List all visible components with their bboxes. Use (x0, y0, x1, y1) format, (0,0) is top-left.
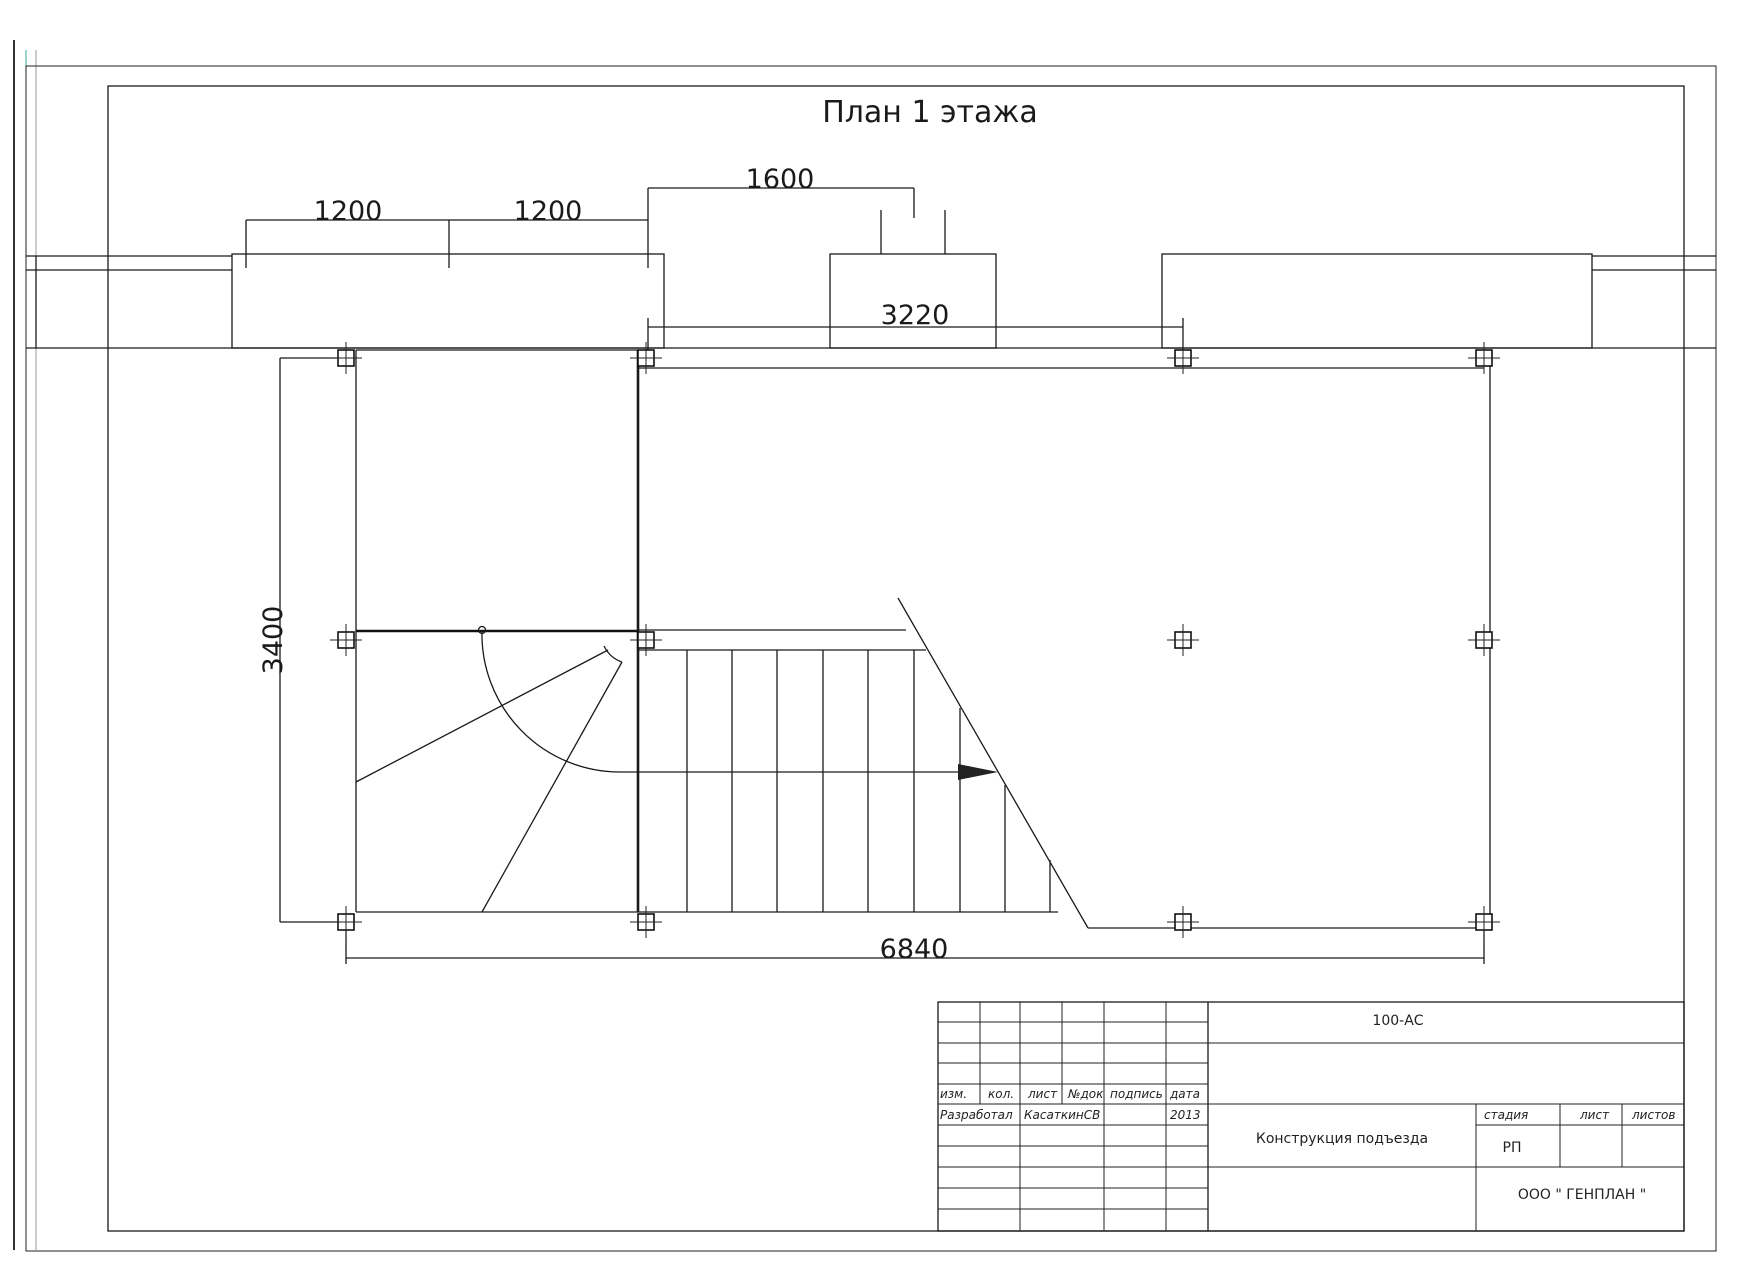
column-mark (630, 342, 662, 374)
header-data: дата (1169, 1087, 1200, 1101)
header-ndok: №док (1067, 1087, 1104, 1101)
scan-artifacts (13, 40, 37, 1250)
landing-room (355, 349, 640, 913)
straight-stair-flight (637, 368, 1058, 913)
column-mark (330, 624, 362, 656)
author-name: КасаткинСВ (1024, 1108, 1100, 1122)
header-podpis: подпись (1110, 1087, 1163, 1101)
direction-arrow (620, 764, 998, 780)
sheets-label: листов (1631, 1108, 1675, 1122)
dimension-label-1200-left: 1200 (314, 196, 383, 227)
stage-value: РП (1503, 1140, 1522, 1156)
year-value: 2013 (1170, 1108, 1201, 1122)
project-name: Конструкция подъезда (1256, 1131, 1428, 1147)
column-marks (330, 342, 1500, 938)
building-wall (26, 253, 1716, 349)
dimension-label-1200-right: 1200 (514, 196, 583, 227)
column-mark (1468, 624, 1500, 656)
outer-sheet-border (25, 65, 1717, 1252)
dimension-label-3400: 3400 (258, 606, 289, 675)
column-mark (330, 906, 362, 938)
column-mark (1167, 624, 1199, 656)
sheet-label: лист (1579, 1108, 1610, 1122)
column-mark (630, 624, 662, 656)
title-block (937, 1001, 1685, 1232)
door-opening (880, 210, 946, 254)
header-izm: изм. (940, 1087, 967, 1101)
dimension-label-1600: 1600 (746, 164, 815, 195)
stage-label: стадия (1484, 1108, 1528, 1122)
drawing-frame (107, 85, 1685, 1232)
drawing-code: 100-АС (1372, 1013, 1423, 1029)
role-label: Разработал (940, 1108, 1013, 1122)
upper-floor-outline (638, 358, 1491, 929)
column-mark (1468, 906, 1500, 938)
column-mark (330, 342, 362, 374)
dimension-1600 (648, 187, 915, 218)
header-kol: кол. (988, 1087, 1014, 1101)
column-mark (1167, 906, 1199, 938)
column-mark (1468, 342, 1500, 374)
company-name: ООО " ГЕНПЛАН " (1518, 1187, 1646, 1203)
drawing-title: План 1 этажа (822, 95, 1038, 130)
column-mark (630, 906, 662, 938)
dimension-label-3220: 3220 (881, 300, 950, 331)
dimension-1200-pair (245, 188, 649, 268)
winder-stairs (355, 625, 623, 913)
header-list: лист (1027, 1087, 1058, 1101)
dimension-label-6840: 6840 (880, 934, 949, 965)
column-mark (1167, 342, 1199, 374)
